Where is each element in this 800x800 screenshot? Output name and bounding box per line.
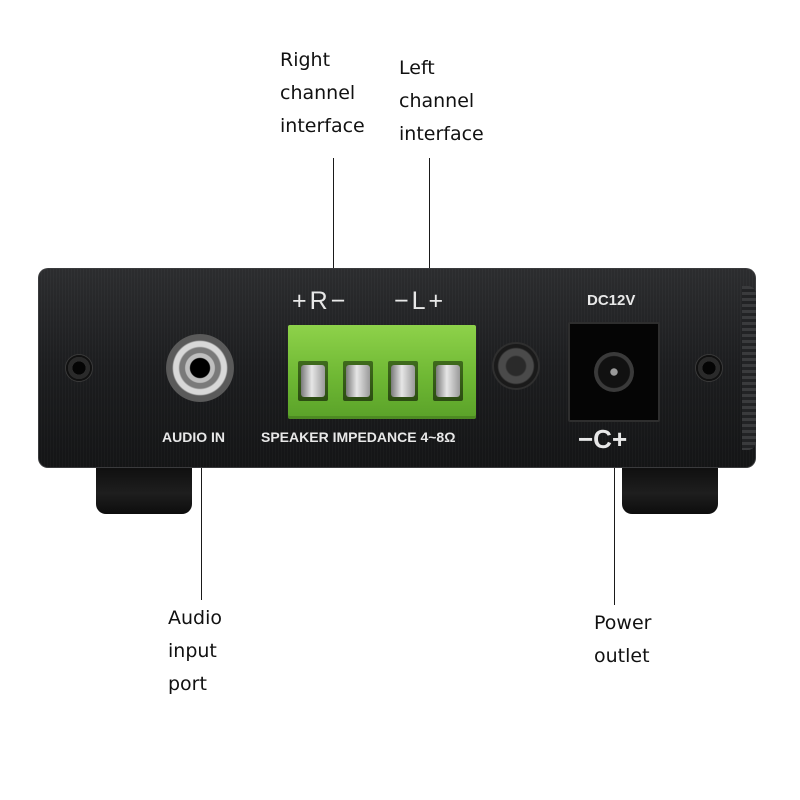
panel-screw-left <box>66 355 92 381</box>
audio-in-label: AUDIO IN <box>162 429 225 445</box>
left-channel-marking: −L+ <box>394 287 447 315</box>
polarity-symbol: −C+ <box>578 424 628 454</box>
callout-line: interface <box>280 115 365 137</box>
power-outlet-leader <box>614 455 615 605</box>
terminal-slot[interactable] <box>433 361 463 401</box>
panel-screw-right <box>696 355 722 381</box>
left-channel-callout: Left channel interface <box>399 52 484 151</box>
callout-line: outlet <box>594 645 650 667</box>
device-foot-left <box>96 462 192 514</box>
device-foot-right <box>622 462 718 514</box>
speaker-impedance-label: SPEAKER IMPEDANCE 4~8Ω <box>261 429 456 445</box>
right-channel-callout: Right channel interface <box>280 44 365 143</box>
right-channel-marking: +R− <box>292 287 349 315</box>
power-spec-label: DC12V <box>587 292 636 309</box>
power-outlet-callout: Power outlet <box>594 607 651 673</box>
callout-line: channel <box>280 82 356 104</box>
callout-line: Right <box>280 49 331 71</box>
dc-power-socket[interactable] <box>568 322 660 422</box>
panel-edge-grip <box>742 286 756 450</box>
audio-input-callout: Audio input port <box>168 602 222 701</box>
right-channel-leader <box>333 158 334 290</box>
callout-line: port <box>168 673 207 695</box>
audio-in-jack[interactable] <box>166 334 234 402</box>
terminal-slot[interactable] <box>343 361 373 401</box>
left-channel-leader <box>429 158 430 290</box>
callout-line: Power <box>594 612 652 634</box>
terminal-slot[interactable] <box>298 361 328 401</box>
callout-line: Audio <box>168 607 223 629</box>
callout-line: Left <box>399 57 435 79</box>
callout-line: interface <box>399 123 484 145</box>
callout-line: channel <box>399 90 475 112</box>
speaker-terminal-block[interactable] <box>288 325 476 419</box>
callout-line: input <box>168 640 217 662</box>
volume-knob[interactable] <box>494 344 538 388</box>
audio-input-leader <box>201 395 202 600</box>
terminal-slot[interactable] <box>388 361 418 401</box>
